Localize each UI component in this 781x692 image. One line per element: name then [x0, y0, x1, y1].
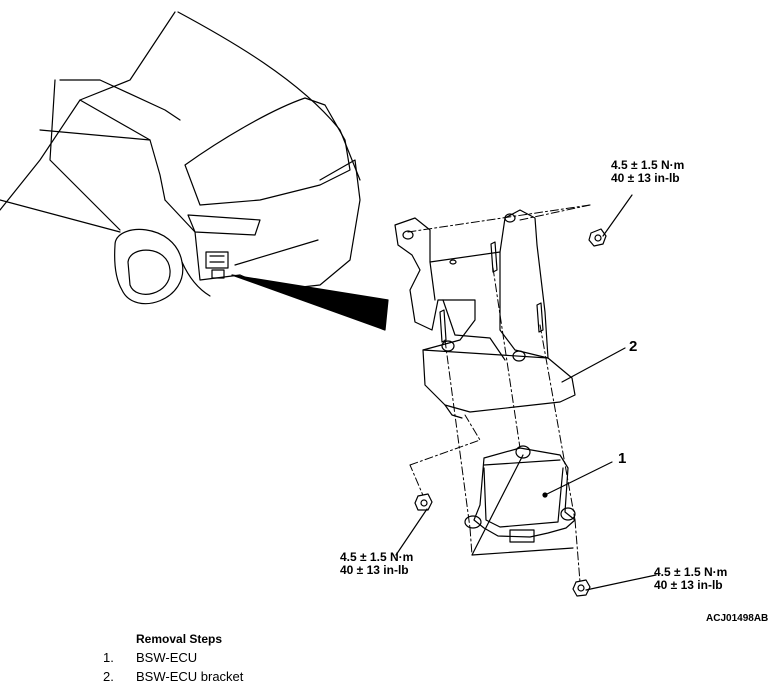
figure-code: ACJ01498AB	[706, 613, 769, 624]
zoom-pointer	[231, 274, 389, 331]
callout-2: 2	[629, 338, 638, 355]
removal-steps: Removal Steps 1. BSW-ECU 2. BSW-ECU brac…	[103, 632, 243, 686]
bolt-bottom-right	[572, 579, 591, 597]
vehicle-rear-illustration	[0, 11, 361, 305]
torque-label-bottom-right: 4.5 ± 1.5 N·m 40 ± 13 in-lb	[654, 565, 728, 592]
step-number: 2.	[103, 669, 114, 684]
callout-1: 1	[618, 450, 627, 467]
torque-label-top: 4.5 ± 1.5 N·m 40 ± 13 in-lb	[611, 158, 685, 185]
step-item: 2. BSW-ECU bracket	[103, 667, 243, 686]
step-number: 1.	[103, 650, 114, 665]
bsw-ecu-unit	[464, 445, 576, 543]
removal-steps-title: Removal Steps	[136, 632, 223, 646]
bolt-top-right	[588, 228, 607, 247]
bolt-lower-left	[414, 493, 433, 511]
step-item: 1. BSW-ECU	[103, 648, 243, 667]
bsw-ecu-bracket	[394, 209, 576, 419]
step-label: BSW-ECU bracket	[136, 669, 244, 684]
step-label: BSW-ECU	[136, 650, 198, 665]
torque-label-lower-left: 4.5 ± 1.5 N·m 40 ± 13 in-lb	[340, 550, 414, 577]
